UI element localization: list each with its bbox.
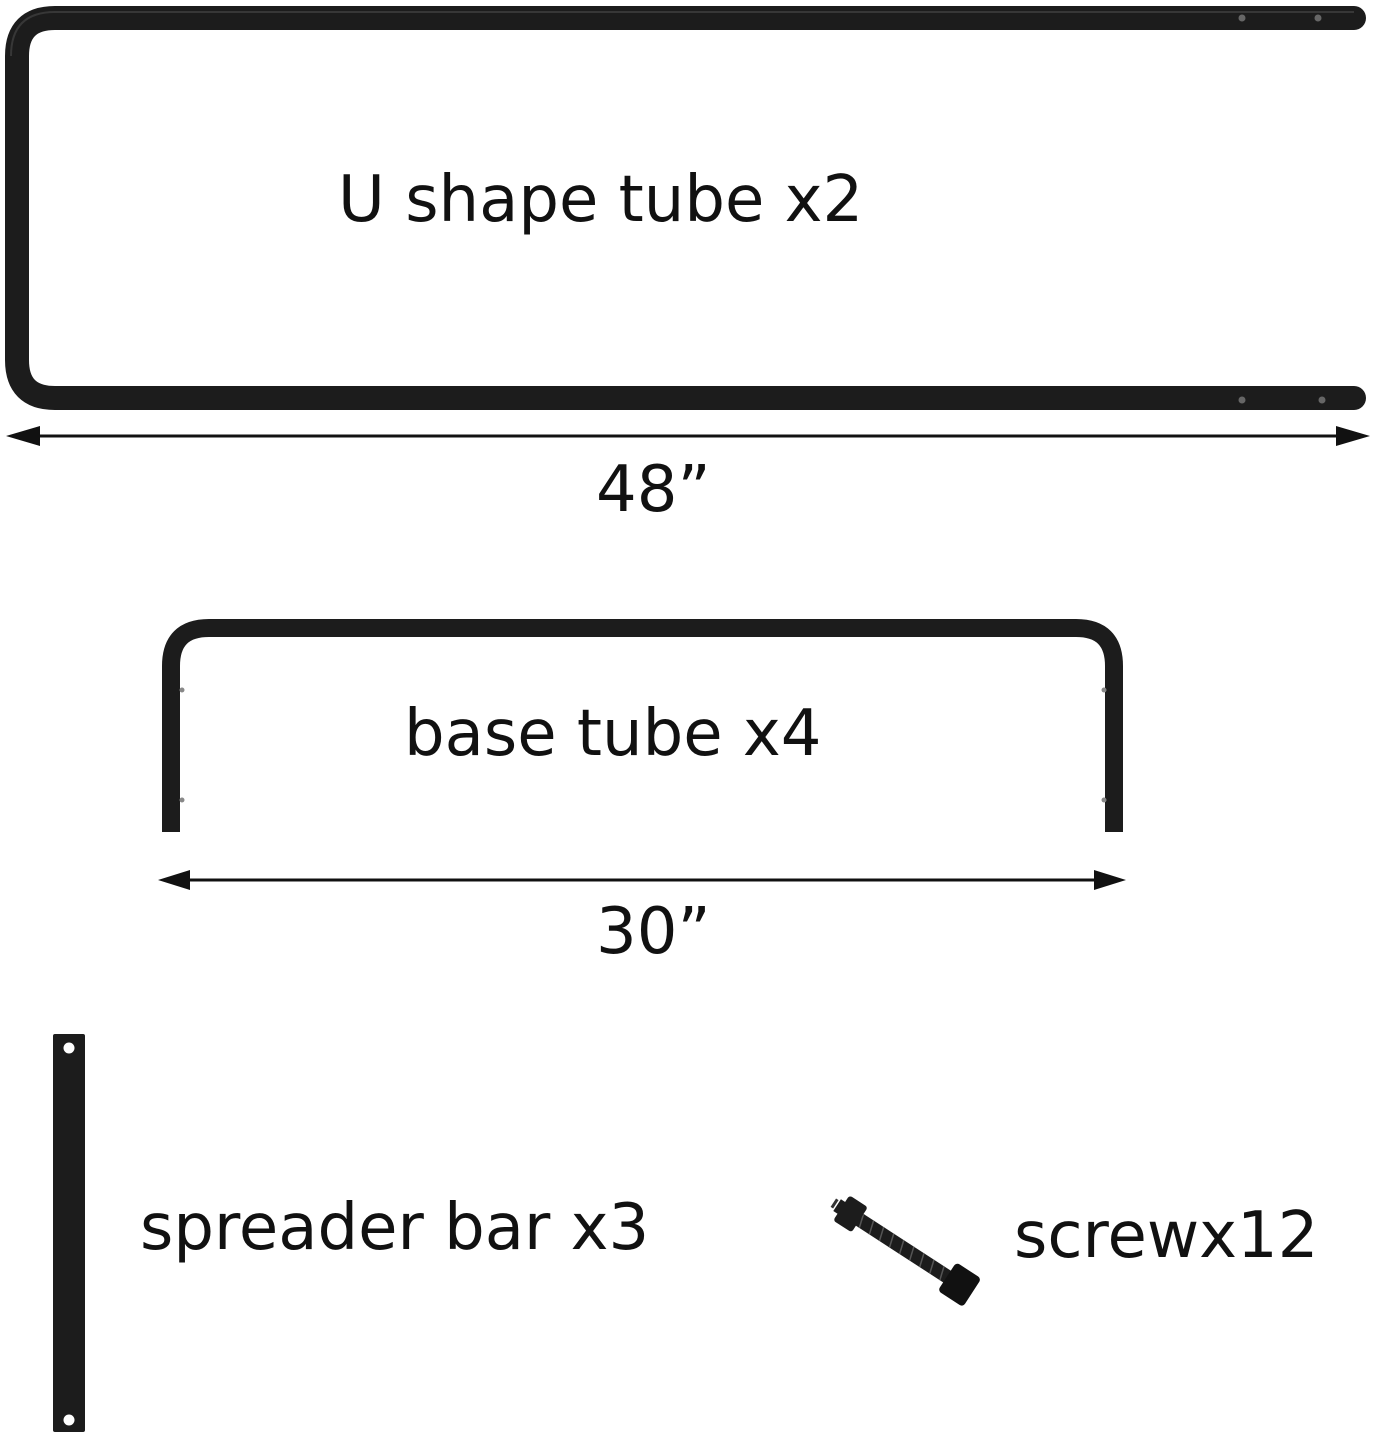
dimension-arrow-30 <box>158 870 1126 890</box>
spreader-bar-label: spreader bar x3 <box>140 1191 650 1265</box>
u-shape-tube-image <box>5 6 1366 410</box>
base-tube-label: base tube x4 <box>404 697 822 771</box>
screw-label: screwx12 <box>1014 1199 1319 1273</box>
base-tube-image <box>162 619 1123 832</box>
screw-image <box>830 1196 980 1306</box>
u-shape-tube-dimension: 48” <box>596 453 711 527</box>
spreader-bar-image <box>53 1034 85 1432</box>
u-shape-tube-label: U shape tube x2 <box>338 163 864 237</box>
dimension-arrow-48 <box>6 426 1370 446</box>
base-tube-dimension: 30” <box>596 895 711 969</box>
